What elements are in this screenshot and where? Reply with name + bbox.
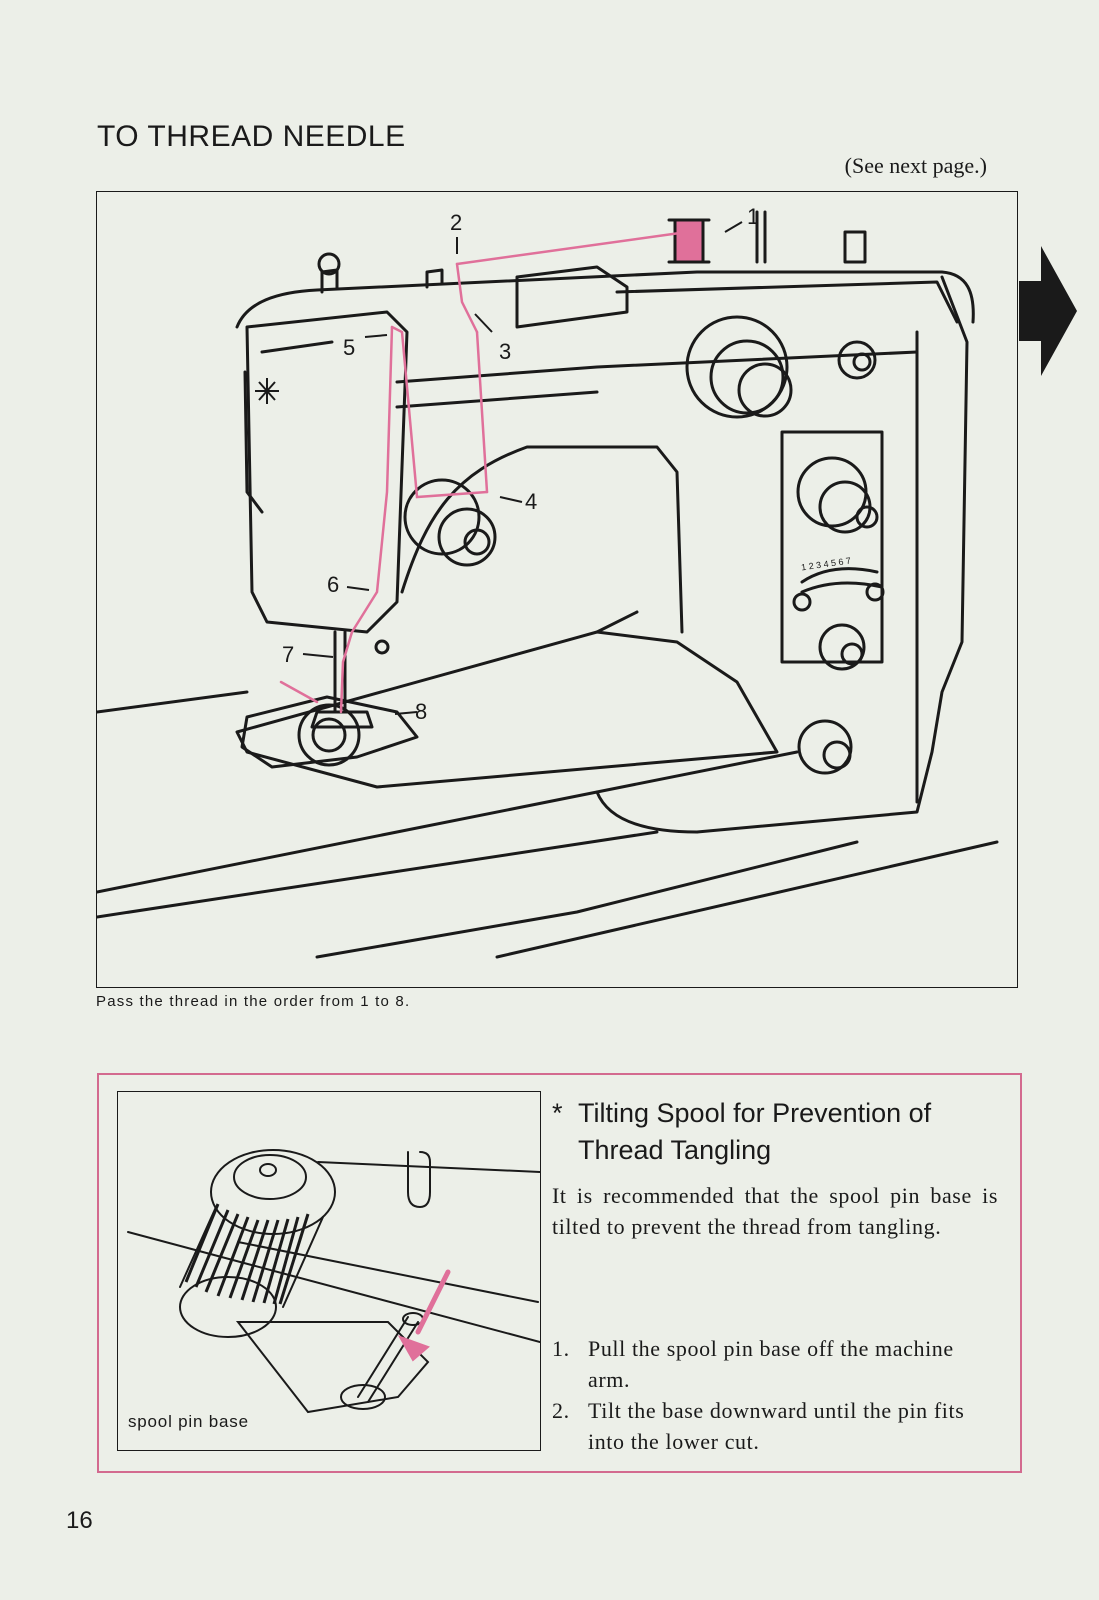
step-label-5: 5	[343, 335, 355, 361]
tip-heading: * Tilting Spool for Prevention of Thread…	[552, 1095, 992, 1169]
tip-step-number: 1.	[552, 1333, 588, 1395]
spool-tilt-figure: spool pin base	[117, 1091, 541, 1451]
tip-step-text: Pull the spool pin base off the machine …	[588, 1333, 998, 1395]
page-number: 16	[66, 1507, 93, 1535]
tip-step-2: 2. Tilt the base downward until the pin …	[552, 1395, 998, 1457]
step-label-4: 4	[525, 489, 537, 515]
tip-star: *	[552, 1095, 563, 1132]
sewing-machine-illustration	[97, 192, 1017, 987]
step-label-3: 3	[499, 339, 511, 365]
spool-illustration	[118, 1092, 540, 1450]
tip-step-text: Tilt the base downward until the pin fit…	[588, 1395, 998, 1457]
tip-heading-text: Tilting Spool for Prevention of Thread T…	[552, 1095, 992, 1169]
step-label-6: 6	[327, 572, 339, 598]
tip-step-number: 2.	[552, 1395, 588, 1457]
tip-steps-list: 1. Pull the spool pin base off the machi…	[552, 1333, 998, 1457]
see-next-page-note: (See next page.)	[845, 153, 987, 179]
step-label-1: 1	[747, 204, 759, 230]
tip-body-text: It is recommended that the spool pin bas…	[552, 1180, 998, 1242]
tip-step-1: 1. Pull the spool pin base off the machi…	[552, 1333, 998, 1395]
figure-caption: Pass the thread in the order from 1 to 8…	[96, 993, 410, 1010]
step-label-2: 2	[450, 210, 462, 236]
step-label-8: 8	[415, 699, 427, 725]
spool-pin-base-label: spool pin base	[128, 1412, 249, 1432]
step-label-7: 7	[282, 642, 294, 668]
next-page-arrow-icon[interactable]	[1019, 246, 1079, 376]
sewing-machine-threading-figure: 1 2 3 4 5 6 7 8 1 2 3 4 5 6 7	[96, 191, 1018, 988]
page-title: TO THREAD NEEDLE	[97, 120, 406, 154]
